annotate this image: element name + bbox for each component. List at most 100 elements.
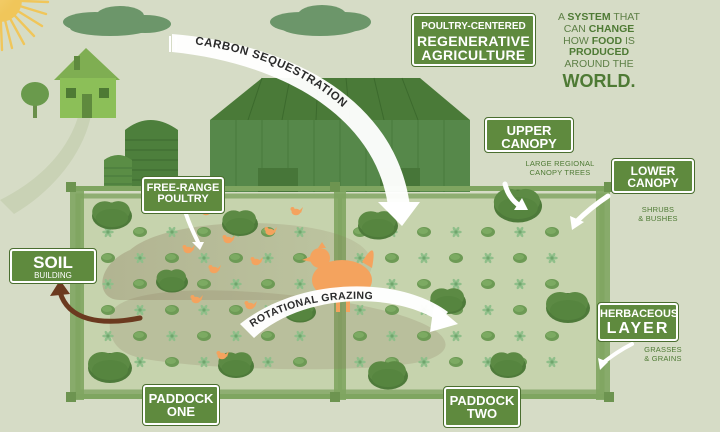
paddock-one-line-2: ONE	[166, 404, 196, 419]
shrub-icon	[92, 201, 132, 230]
pointer-arrow-icon	[502, 181, 528, 210]
plant-icon	[450, 330, 462, 342]
bush-highlight	[514, 306, 524, 312]
cloud-icon	[63, 6, 171, 36]
plant-icon	[418, 356, 430, 368]
title-line-3: AGRICULTURE	[421, 47, 526, 63]
plant-icon	[198, 356, 210, 368]
plant-icon	[482, 304, 494, 316]
plant-icon	[262, 356, 274, 368]
bush-highlight	[482, 332, 492, 338]
tagline-word: AROUND THE	[564, 58, 634, 70]
pointer-arrow-icon	[570, 193, 611, 230]
bush-highlight	[482, 280, 492, 286]
paddock-one-line-1: PADDOCK	[148, 391, 214, 406]
herbaceous-line-1: HERBACEOUS	[600, 308, 679, 320]
plant-icon	[546, 356, 558, 368]
paddock-two-label: PADDOCK TWO	[443, 386, 521, 428]
plant-icon	[294, 330, 306, 342]
upper-canopy-note-1: LARGE REGIONAL	[525, 159, 595, 168]
paddock-two-line-1: PADDOCK	[449, 393, 515, 408]
plant-icon	[166, 226, 178, 238]
house-icon	[54, 48, 120, 118]
bush-highlight	[134, 228, 144, 234]
plant-icon	[514, 278, 526, 290]
soil-line-2: BUILDING	[34, 271, 72, 280]
tagline-word: WORLD.	[562, 70, 636, 91]
bush-highlight	[418, 228, 428, 234]
tagline-word: A	[558, 11, 565, 23]
bush-highlight	[198, 280, 208, 286]
plant-icon	[294, 278, 306, 290]
plant-icon	[386, 330, 398, 342]
paddock-two-line-2: TWO	[466, 406, 498, 421]
bush-highlight	[546, 280, 556, 286]
soil-arrow	[57, 289, 143, 324]
plant-icon	[198, 304, 210, 316]
chicken-icon	[208, 265, 221, 274]
plant-icon	[294, 226, 306, 238]
tagline-word: THAT	[613, 11, 640, 23]
plant-icon	[102, 330, 114, 342]
plant-icon	[450, 226, 462, 238]
chicken-icon	[190, 295, 203, 304]
plant-icon	[546, 252, 558, 264]
shrub-icon	[156, 269, 188, 293]
lower-canopy-note-2: & BUSHES	[638, 213, 678, 223]
bush-highlight	[386, 254, 396, 260]
shrub-icon	[222, 210, 258, 236]
free-range-line-1: FREE-RANGE	[146, 182, 220, 194]
chicken-icon	[250, 257, 263, 266]
free-range-line-2: POULTRY	[157, 193, 209, 205]
upper-canopy-line-1: UPPER	[506, 123, 552, 138]
bush-highlight	[450, 358, 460, 364]
plant-icon	[134, 304, 146, 316]
bush-highlight	[198, 332, 208, 338]
soil-arrowhead-icon	[50, 280, 70, 296]
grazing-arrow	[240, 286, 448, 338]
chicken-icon	[216, 351, 229, 360]
bush-highlight	[134, 280, 144, 286]
arrow-tail-stripes	[169, 36, 177, 52]
cloud-icon	[270, 5, 371, 36]
soil-line-1: SOIL	[33, 253, 73, 272]
bush-highlight	[418, 280, 428, 286]
bush-highlight	[354, 332, 364, 338]
tagline-word: SYSTEM	[567, 11, 611, 23]
plant-icon	[514, 330, 526, 342]
title-box: POULTRY-CENTERED REGENERATIVE AGRICULTUR…	[411, 13, 536, 67]
shrub-icon	[368, 361, 408, 390]
bush-highlight	[418, 332, 428, 338]
sun-icon	[0, 0, 50, 52]
plant-icon	[262, 252, 274, 264]
chicken-icon	[290, 207, 303, 216]
bush-highlight	[262, 280, 272, 286]
tagline-word: CAN	[563, 22, 586, 35]
plant-icon	[230, 278, 242, 290]
bush-highlight	[294, 254, 304, 260]
plant-icon	[386, 278, 398, 290]
plant-icon	[354, 356, 366, 368]
shrub-icon	[358, 211, 398, 240]
bush-highlight	[230, 306, 240, 312]
shrub-icon	[490, 352, 526, 378]
tagline-word: PRODUCED	[568, 46, 630, 59]
herbaceous-note-1: GRASSES	[644, 345, 682, 354]
bush-highlight	[482, 228, 492, 234]
bush-highlight	[166, 306, 176, 312]
chicken-icon	[244, 301, 257, 310]
plant-icon	[134, 252, 146, 264]
upper-canopy-note: LARGE REGIONAL CANOPY TREES	[510, 159, 610, 177]
tagline-word: IS	[624, 34, 635, 47]
plant-icon	[134, 356, 146, 368]
tagline-word: CHANGE	[588, 22, 635, 35]
shrub-icon	[88, 352, 132, 383]
bush-highlight	[102, 254, 112, 260]
carbon-arrowhead-icon	[378, 202, 420, 226]
tagline: A SYSTEM THAT CAN CHANGE HOW FOOD IS PRO…	[545, 11, 653, 91]
plant-icon	[482, 252, 494, 264]
carbon-arrow	[172, 34, 410, 206]
grazing-arrowhead-icon	[430, 304, 458, 332]
pointer-arrow-icon	[598, 342, 634, 370]
